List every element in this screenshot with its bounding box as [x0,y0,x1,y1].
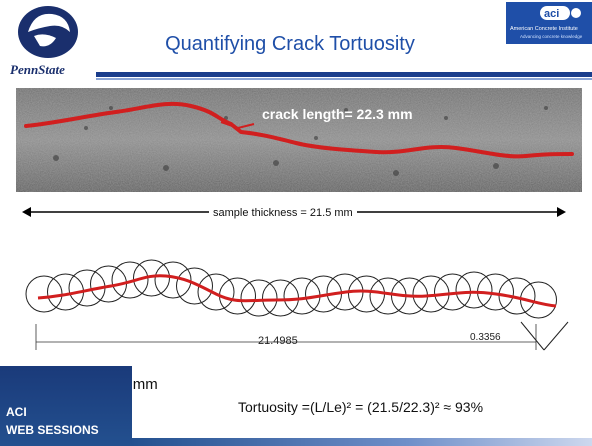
aci-logo: aci American Concrete Institute Advancin… [506,2,592,44]
footer-stripe [132,438,592,446]
aci-subtitle: American Concrete Institute [510,26,578,32]
fit-circle [25,275,63,313]
fit-circle [219,277,256,315]
crack-photo [16,88,582,192]
circle-fit-diagram: 21.4985 0.3356 [25,259,569,351]
footer-brand-block [0,366,132,446]
sample-thickness-label: sample thickness = 21.5 mm [209,207,357,219]
fit-circle [348,275,385,313]
aci-tagline: Advancing concrete knowledge [520,34,583,39]
penn-state-logo: PennState [10,6,78,77]
fit-circle [197,273,235,311]
diagram-dimension-text: 21.4985 [258,335,298,347]
crack-length-label: crack length= 22.3 mm [262,106,413,122]
crack-trace [24,101,574,159]
fit-circle [111,261,149,299]
fit-circle [455,271,493,309]
header-stripe [96,72,592,77]
slide-title: Quantifying Crack Tortuosity [165,33,415,55]
header-stripe-thin [96,78,592,80]
fit-circle [154,261,192,299]
fit-circle [240,279,278,317]
tortuosity-formula: Tortuosity =(L/Le)² = (21.5/22.3)² ≈ 93% [238,399,484,415]
penn-state-wordmark: PennState [10,62,65,77]
footer-aci: ACI [6,405,27,419]
crack-profile-line [37,274,557,308]
fit-circle [176,267,213,305]
footer-web-sessions: WEB SESSIONS [6,423,99,437]
fit-circle [498,277,536,315]
diagram-radius-text: 0.3356 [470,332,501,343]
aci-wordmark: aci [544,8,559,20]
fit-circle [133,259,170,297]
